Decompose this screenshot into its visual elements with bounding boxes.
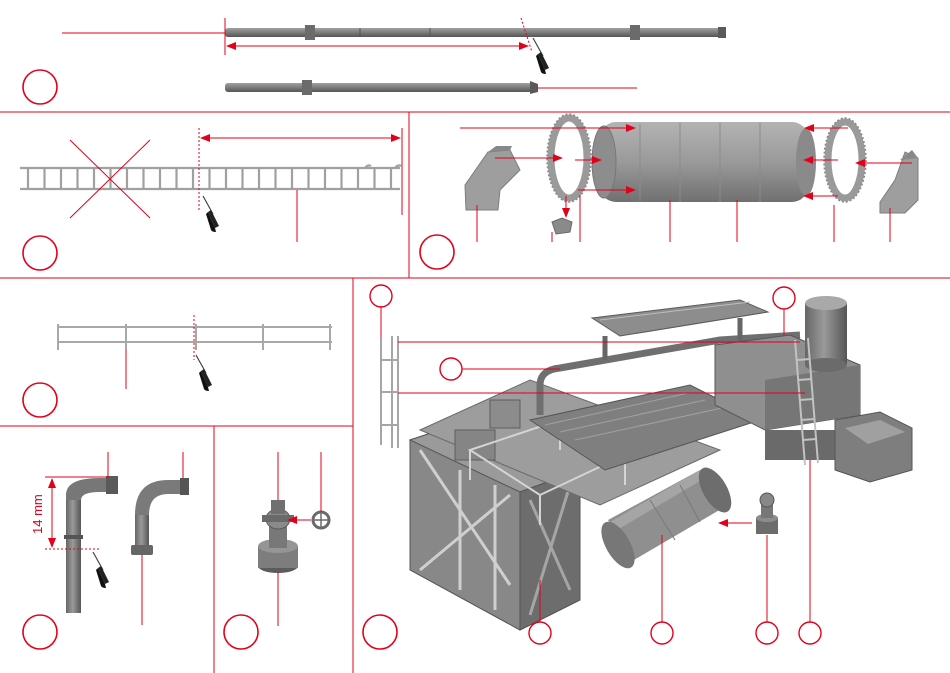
installed-valve [756,493,778,534]
ladder-part [20,165,401,189]
step-number-badge [23,236,57,270]
long-pipe [225,25,726,40]
hobby-knife-icon [203,196,219,232]
small-gear-part [552,218,572,234]
dimension-label: 14 mm [30,494,45,534]
step-number-badge [420,235,454,269]
length-arrow [226,42,529,50]
step-final-assembly [363,285,912,649]
water-tank [805,296,847,372]
railing-part [58,324,332,350]
hobby-knife-icon [533,38,549,74]
step-elbow-pipe: 14 mm [23,452,189,649]
cut-cross [70,140,150,218]
step-pipes [23,18,726,104]
bracket-right [880,150,918,213]
callout-lines [477,195,890,242]
step-number-badge [363,615,397,649]
step-number-badge [23,383,57,417]
step-number-badge [23,70,57,104]
elbow-pipe-left [64,476,118,613]
ladder-segment-part [381,336,398,448]
side-bin [835,412,912,482]
step-number-badge [23,615,57,649]
short-pipe [225,80,538,95]
elbow-pipe-right [131,478,189,555]
handwheel-part [313,512,329,528]
hobby-knife-icon [196,355,212,391]
hobby-knife-icon [93,552,109,588]
step-valve [224,452,329,649]
step-ladder [20,128,402,270]
step-railing [23,315,332,417]
bracket-left [465,146,520,210]
step-drum [420,114,918,269]
length-arrow [200,134,401,142]
valve-part [258,500,298,573]
step-number-badge [224,615,258,649]
